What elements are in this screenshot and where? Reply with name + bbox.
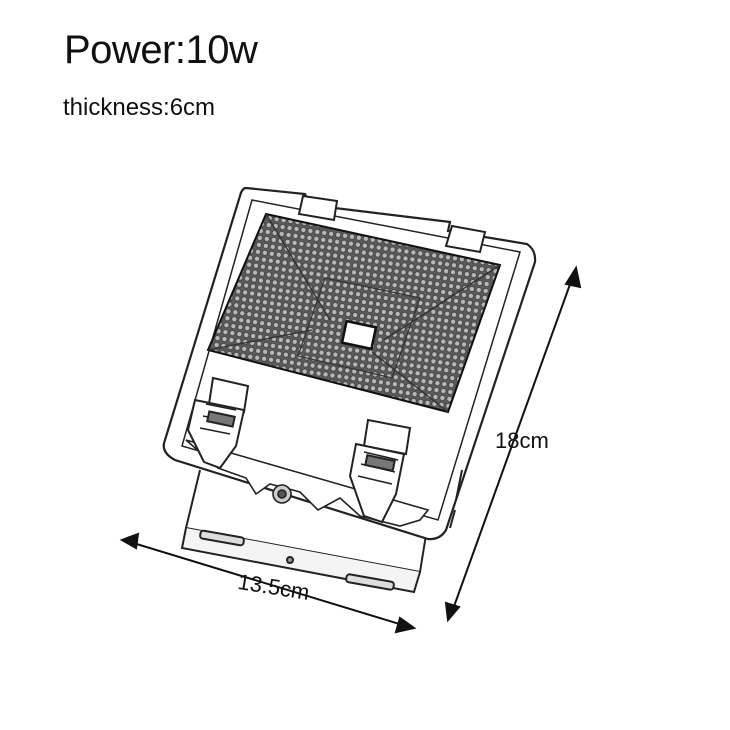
thickness-label: thickness:6cm: [63, 94, 216, 121]
reflector-lens: [206, 212, 502, 414]
right-hinge-clip: [348, 418, 412, 524]
mounting-bracket: [180, 469, 431, 594]
dimension-arrow-icon: [119, 265, 582, 634]
height-dimension-label: 18cm: [495, 428, 549, 453]
left-hinge-clip: [186, 376, 250, 470]
top-clips: [297, 194, 487, 254]
power-title: Power:10w: [64, 28, 258, 72]
